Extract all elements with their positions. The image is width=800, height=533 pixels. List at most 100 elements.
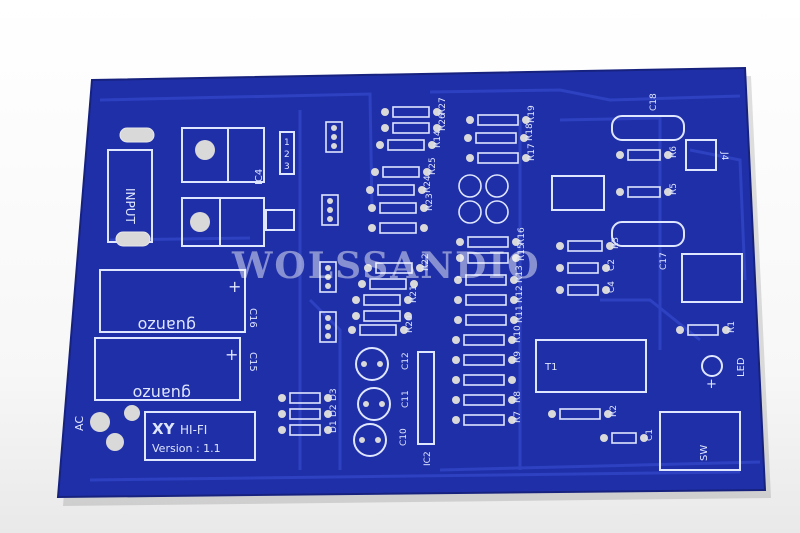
small-capacitor-footprint (485, 200, 509, 224)
right-header (681, 253, 743, 303)
c18-label: C18 (649, 93, 659, 111)
designator-label: R15 (517, 243, 527, 261)
resistor-footprint: C2 (556, 259, 617, 274)
ic2-label: IC2 (423, 451, 433, 466)
c12-label: C12 (401, 352, 411, 370)
board-version: Version : 1.1 (152, 442, 221, 455)
led-footprint: + LED (701, 355, 747, 392)
transistor-footprint (319, 311, 337, 343)
resistor-footprint: D3 (278, 388, 339, 404)
designator-label: R6 (669, 146, 679, 158)
transistor-footprint (319, 261, 337, 293)
designator-label: R25 (428, 157, 438, 175)
resistor-footprint: R1 (676, 321, 737, 336)
resistor-footprint: R13 (454, 265, 525, 286)
resistor-footprint: R9 (452, 351, 523, 366)
board-title: HI-FI (180, 423, 207, 437)
designator-label: R12 (515, 285, 525, 303)
resistor-footprint: R21 (352, 285, 419, 306)
designator-label: R13 (515, 265, 525, 283)
c15-label: C15 (247, 352, 258, 372)
led-plus: + (706, 377, 717, 392)
designator-label: R26 (438, 113, 448, 131)
designator-label: R21 (409, 285, 419, 303)
c16-label: C16 (247, 308, 258, 328)
transistor-footprint (325, 121, 343, 153)
sw-label: SW (699, 445, 710, 461)
designator-label: R22 (421, 253, 431, 271)
designator-label: R24 (423, 175, 433, 193)
resistor-footprint: R27 (381, 97, 448, 118)
resistor-footprint: R12 (454, 285, 525, 306)
transformer-t1: T1 (535, 339, 647, 393)
designator-label: R17 (527, 143, 537, 161)
capacitor-print: guanzo (138, 316, 196, 335)
plus-sign: + (225, 345, 238, 364)
resistor-footprint: D2 (278, 404, 339, 420)
watermark: WOLSSANDIO (231, 245, 541, 287)
resistor-footprint: D1 (278, 420, 339, 436)
capacitor-print: guanzo (133, 384, 191, 403)
designator-label: R5 (669, 183, 679, 195)
ic4-footprint: 1 2 3 IC4 (181, 127, 295, 247)
c17-label: C17 (659, 252, 669, 270)
designator-label: R11 (515, 305, 525, 323)
resistor-footprint: R15 (456, 243, 527, 264)
j4-header: J4 (685, 139, 729, 171)
capacitor-c16: guanzo + C16 (99, 269, 258, 335)
designator-label: R14 (433, 130, 443, 148)
resistor-footprint: C1 (600, 429, 655, 444)
designator-label: R18 (525, 123, 535, 141)
designator-label: C1 (645, 429, 655, 441)
designator-label: R2 (609, 405, 619, 417)
switch-sw: SW (659, 411, 741, 471)
c18-c17-footprints (611, 115, 685, 247)
resistor-footprint: R14 (376, 130, 443, 151)
designator-label: C4 (607, 281, 617, 293)
resistor-footprint: R19 (466, 105, 537, 126)
resistor-footprint: C4 (556, 281, 617, 296)
resistor-footprint: R18 (464, 123, 535, 144)
ac-label: AC (73, 416, 86, 431)
input-connector: INPUT (107, 127, 155, 247)
plus-sign: + (228, 277, 241, 296)
c11-label: C11 (401, 390, 411, 408)
resistor-footprint: R6 (616, 146, 679, 161)
transistor-footprint (321, 194, 339, 226)
designator-label: R23 (425, 193, 435, 211)
resistor-footprint: R8 (452, 391, 523, 406)
designator-label: R20 (405, 315, 415, 333)
ic-socket (551, 175, 605, 211)
small-capacitor-footprint (458, 200, 482, 224)
designator-label: R10 (513, 325, 523, 343)
pin-label: 2 (284, 150, 290, 160)
designator-label: C2 (607, 259, 617, 271)
brand-logo: XY (152, 420, 176, 438)
ic4-label: IC4 (254, 169, 265, 185)
small-capacitor-footprint (485, 174, 509, 198)
small-capacitor-footprint (458, 174, 482, 198)
resistor-footprint: R23 (368, 193, 435, 214)
ac-connector: AC (73, 405, 140, 451)
resistor-footprint: R25 (371, 157, 438, 178)
resistor-footprint (352, 310, 412, 322)
designator-label: R9 (513, 351, 523, 363)
resistor-footprint: R16 (456, 227, 527, 248)
t1-label: T1 (544, 362, 557, 373)
resistor-footprint: R11 (454, 305, 525, 326)
small-electrolytics (353, 347, 391, 457)
resistor-footprint: R7 (452, 411, 523, 426)
pin-label: 3 (284, 162, 290, 172)
designator-label: R16 (517, 227, 527, 245)
designator-label: R7 (513, 411, 523, 423)
resistor-footprint (452, 374, 516, 386)
resistor-footprint: R2 (548, 405, 619, 420)
designator-label: R19 (527, 105, 537, 123)
designator-label: R8 (513, 391, 523, 403)
ic2-header: IC2 (417, 351, 435, 466)
version-box: XY HI-FI Version : 1.1 (144, 411, 256, 461)
input-label: INPUT (123, 188, 137, 225)
resistor-footprint: R5 (616, 183, 679, 198)
resistor-footprint: R20 (348, 315, 415, 336)
